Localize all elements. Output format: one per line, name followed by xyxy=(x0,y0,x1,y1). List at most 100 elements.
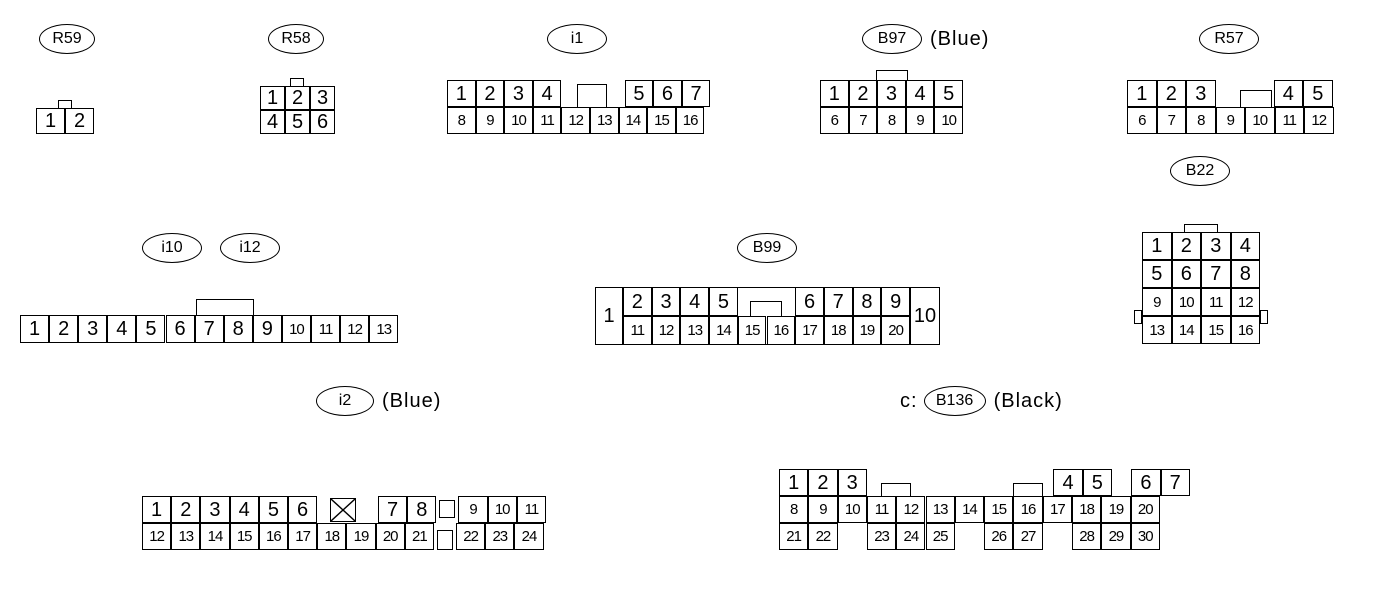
connector-id-r59: R59 xyxy=(39,24,95,54)
pin-b22-7: 7 xyxy=(1201,260,1231,288)
pin-b136-21: 21 xyxy=(779,523,809,550)
connector-id-b97: B97 xyxy=(862,24,922,54)
pin-i10_i12-12: 12 xyxy=(340,315,370,343)
pin-b99-1: 1 xyxy=(595,287,623,345)
pin-b136-6: 6 xyxy=(1131,469,1161,496)
pin-b99-3: 3 xyxy=(651,287,681,316)
slot-i2-lower xyxy=(437,530,453,550)
label-b99: B99 xyxy=(737,233,797,263)
pin-i10_i12-4: 4 xyxy=(107,315,137,343)
pin-b99-20: 20 xyxy=(881,316,910,345)
pin-b99-6: 6 xyxy=(795,287,824,316)
pin-b22-16: 16 xyxy=(1230,316,1260,344)
lock-tab-b136 xyxy=(1013,483,1044,496)
pin-i1-4: 4 xyxy=(532,80,562,107)
pin-b136-7: 7 xyxy=(1160,469,1190,496)
pin-i2-12: 12 xyxy=(142,523,172,550)
pin-r57-7: 7 xyxy=(1156,107,1186,134)
pin-b136-25: 25 xyxy=(925,523,955,550)
lock-tab-r58 xyxy=(290,78,304,86)
pin-b99-8: 8 xyxy=(852,287,882,316)
connector-prefix-b136: c: xyxy=(900,389,918,412)
pin-i2-18: 18 xyxy=(317,523,347,550)
lock-tab-b136 xyxy=(880,483,911,496)
connector-id-b99: B99 xyxy=(737,233,797,263)
pin-i10_i12-2: 2 xyxy=(49,315,79,343)
pin-b97-9: 9 xyxy=(905,107,935,134)
connector-id-b22: B22 xyxy=(1170,156,1230,186)
pin-b22-5: 5 xyxy=(1142,260,1172,288)
pin-i10_i12-10: 10 xyxy=(281,315,311,343)
connector-id-b136: B136 xyxy=(923,386,986,416)
pin-i2-19: 19 xyxy=(346,523,376,550)
pin-b136-1: 1 xyxy=(779,469,809,496)
pin-i2-16: 16 xyxy=(258,523,288,550)
pin-r57-5: 5 xyxy=(1303,80,1333,107)
pin-b136-26: 26 xyxy=(984,523,1014,550)
pin-i10_i12-8: 8 xyxy=(223,315,253,343)
pin-r57-12: 12 xyxy=(1304,107,1334,134)
pin-b97-4: 4 xyxy=(905,80,935,107)
pin-b97-3: 3 xyxy=(877,80,906,107)
pin-i2-20: 20 xyxy=(375,523,405,550)
label-i10: i10 xyxy=(142,233,202,263)
side-ear-b22-left xyxy=(1134,310,1142,324)
pin-r59-2: 2 xyxy=(65,108,94,134)
pin-i1-12: 12 xyxy=(561,107,590,134)
lock-tab-b97 xyxy=(876,70,908,80)
pin-r58-4: 4 xyxy=(260,110,285,134)
pin-i10_i12-9: 9 xyxy=(252,315,282,343)
pin-b99-12: 12 xyxy=(651,316,681,345)
pin-b136-10: 10 xyxy=(837,496,867,523)
pin-b99-5: 5 xyxy=(709,287,738,316)
pin-b97-6: 6 xyxy=(820,107,849,134)
pin-b99-17: 17 xyxy=(795,316,824,345)
lock-tab-i10_i12 xyxy=(196,299,254,315)
label-r58: R58 xyxy=(268,24,324,54)
pin-i2-3: 3 xyxy=(200,496,230,523)
pin-i2-17: 17 xyxy=(288,523,318,550)
pin-i1-14: 14 xyxy=(618,107,648,134)
pin-i2-10: 10 xyxy=(487,496,517,523)
pin-b136-27: 27 xyxy=(1013,523,1043,550)
pin-r58-6: 6 xyxy=(310,110,335,134)
pin-r57-10: 10 xyxy=(1245,107,1275,134)
pin-i1-7: 7 xyxy=(681,80,711,107)
pin-b22-10: 10 xyxy=(1171,288,1201,316)
pin-b22-1: 1 xyxy=(1142,232,1172,260)
pin-i1-8: 8 xyxy=(447,107,476,134)
pin-r57-4: 4 xyxy=(1273,80,1303,107)
pin-b136-20: 20 xyxy=(1130,496,1160,523)
pin-i2-7: 7 xyxy=(378,496,408,523)
connector-color-i2: (Blue) xyxy=(382,389,442,412)
pin-b99-11: 11 xyxy=(623,316,652,345)
pin-r58-5: 5 xyxy=(285,110,310,134)
blocked-cavity-i2 xyxy=(330,498,356,522)
pin-b22-12: 12 xyxy=(1230,288,1260,316)
pin-i2-9: 9 xyxy=(458,496,488,523)
pin-b22-14: 14 xyxy=(1171,316,1201,344)
pin-b22-8: 8 xyxy=(1230,260,1260,288)
lock-tab-b99 xyxy=(749,301,782,316)
pin-b136-24: 24 xyxy=(896,523,926,550)
pin-b136-16: 16 xyxy=(1013,496,1043,523)
pin-i2-13: 13 xyxy=(171,523,201,550)
pin-b136-13: 13 xyxy=(925,496,955,523)
pin-b136-15: 15 xyxy=(984,496,1014,523)
pin-b99-18: 18 xyxy=(823,316,853,345)
pin-i1-16: 16 xyxy=(675,107,705,134)
pin-b22-15: 15 xyxy=(1201,316,1231,344)
pin-b22-6: 6 xyxy=(1171,260,1201,288)
pin-i2-24: 24 xyxy=(514,523,544,550)
pin-b136-23: 23 xyxy=(866,523,897,550)
label-b136: c: B136 (Black) xyxy=(900,386,1063,416)
pin-b22-9: 9 xyxy=(1142,288,1172,316)
label-r57: R57 xyxy=(1199,24,1259,54)
pin-i1-15: 15 xyxy=(647,107,676,134)
pin-i10_i12-1: 1 xyxy=(20,315,50,343)
pin-r57-3: 3 xyxy=(1186,80,1216,107)
connector-id-i10: i10 xyxy=(142,233,202,263)
pin-b99-19: 19 xyxy=(852,316,882,345)
label-b97: B97 (Blue) xyxy=(862,24,989,54)
pin-b136-30: 30 xyxy=(1130,523,1160,550)
